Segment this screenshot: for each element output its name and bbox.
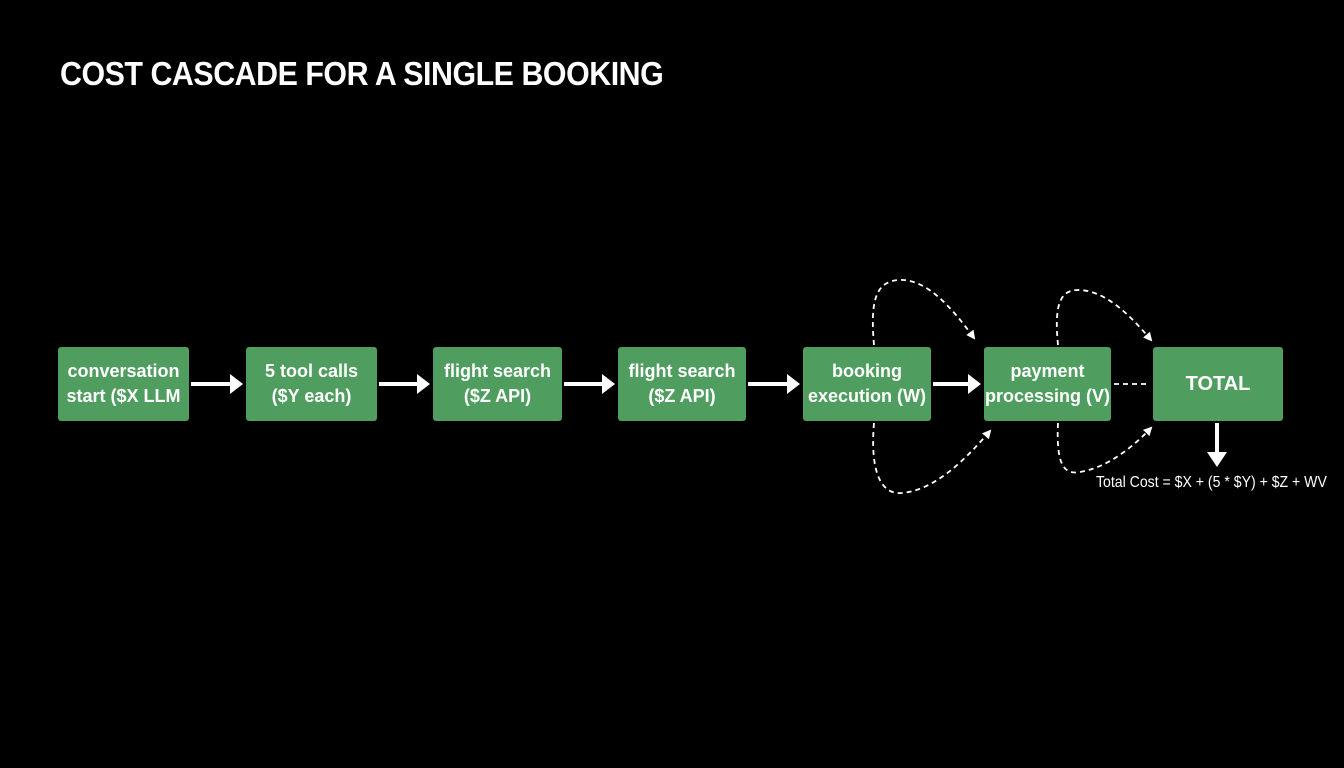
node-flight-search-2: flight search ($Z API) xyxy=(618,347,746,421)
dashed-loop-arrow-top xyxy=(871,279,976,346)
node-label-line1: conversation xyxy=(67,361,180,381)
node-label-line1: 5 tool calls xyxy=(264,361,359,381)
dashed-loop-arrow-top xyxy=(1055,289,1153,346)
node-payment-processing: payment processing (V) xyxy=(984,347,1111,421)
node-label-line2: ($Y each) xyxy=(271,386,352,406)
node-label-line1: flight search xyxy=(443,361,552,381)
node-label-line1: payment xyxy=(1010,361,1085,381)
dashed-loop-arrow-bottom xyxy=(872,422,992,494)
flow-arrow xyxy=(191,374,243,394)
node-label-line1: booking xyxy=(832,361,902,381)
node-booking-execution: booking execution (W) xyxy=(803,347,931,421)
node-tool-calls: 5 tool calls ($Y each) xyxy=(246,347,377,421)
flow-arrow xyxy=(379,374,430,394)
node-label-line2: execution (W) xyxy=(807,386,926,406)
node-label-line2: ($Z API) xyxy=(463,386,532,406)
node-conversation-start: conversation start ($X LLM xyxy=(58,347,189,421)
diagram-title: COST CASCADE FOR A SINGLE BOOKING xyxy=(60,55,664,92)
node-label: TOTAL xyxy=(1185,372,1251,395)
node-label-line2: processing (V) xyxy=(984,386,1111,406)
node-total: TOTAL xyxy=(1153,347,1283,421)
node-label-line2: ($Z API) xyxy=(648,386,716,406)
flow-arrow xyxy=(748,374,800,394)
total-cost-formula: Total Cost = $X + (5 * $Y) + $Z + WV xyxy=(1096,474,1327,491)
flow-arrow xyxy=(564,374,615,394)
node-label-line2: start ($X LLM xyxy=(66,386,181,406)
down-arrow xyxy=(1207,423,1227,467)
dashed-loop-arrow-bottom xyxy=(1056,422,1153,474)
flow-arrow xyxy=(933,374,981,394)
node-flight-search-1: flight search ($Z API) xyxy=(433,347,562,421)
node-label-line1: flight search xyxy=(628,361,736,381)
